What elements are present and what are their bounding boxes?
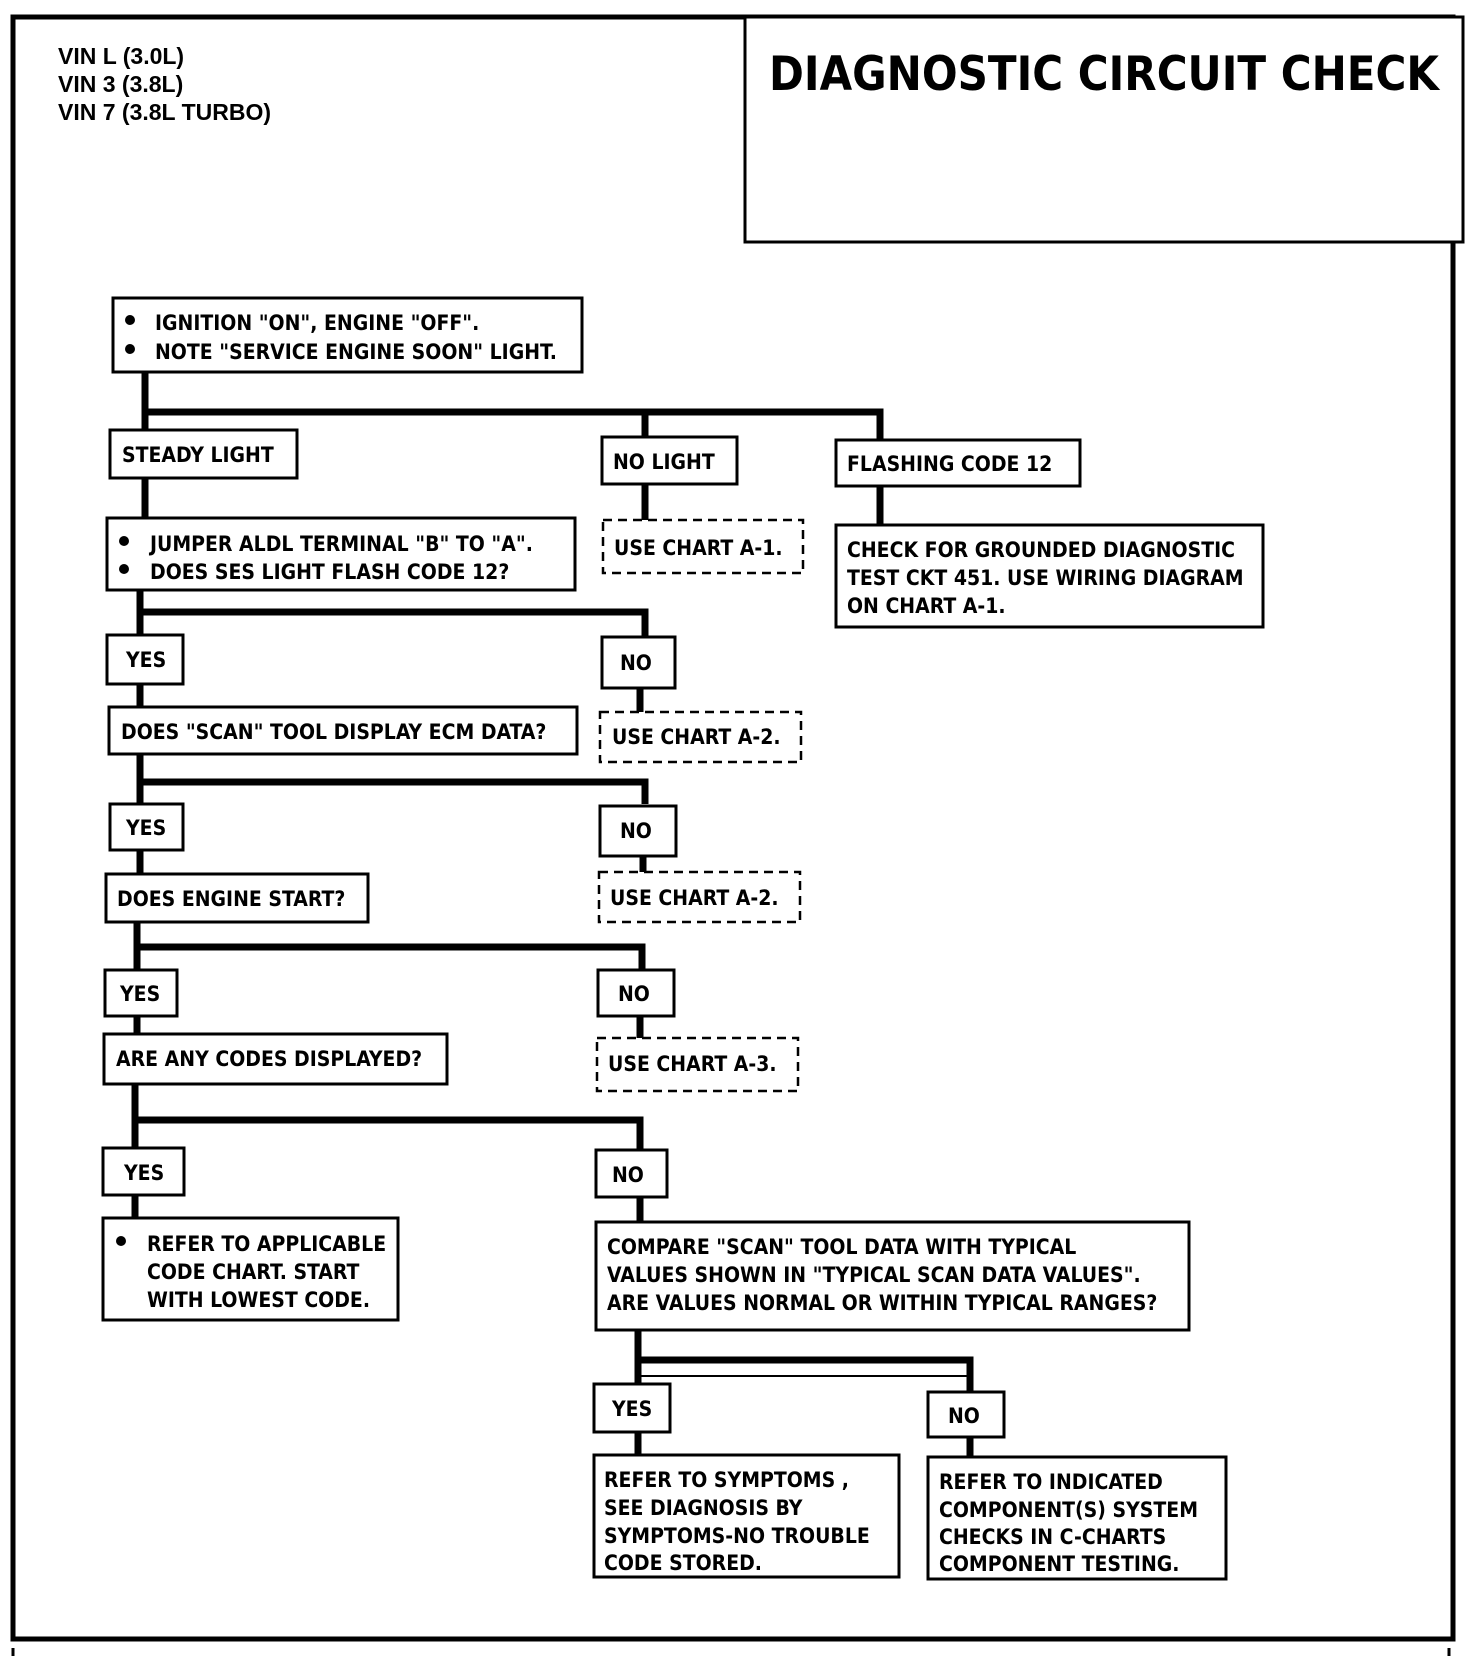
flashing-code-label: FLASHING CODE 12 — [847, 452, 1052, 476]
engine-start-question-box: DOES ENGINE START? — [104, 872, 370, 924]
no-light-label: NO LIGHT — [613, 450, 715, 474]
no-1-box: NO — [600, 635, 677, 690]
refer-component-line-4: COMPONENT TESTING. — [939, 1552, 1179, 1576]
start-line-1: IGNITION "ON", ENGINE "OFF". — [155, 311, 479, 335]
start-box: IGNITION "ON", ENGINE "OFF". NOTE "SERVI… — [111, 296, 584, 374]
bullet-icon — [119, 564, 129, 574]
no-5-label: NO — [948, 1404, 980, 1428]
refer-component-box: REFER TO INDICATED COMPONENT(S) SYSTEM C… — [926, 1455, 1228, 1581]
yes-3-label: YES — [119, 982, 160, 1006]
refer-component-line-3: CHECKS IN C-CHARTS — [939, 1525, 1166, 1549]
no-4-box: NO — [594, 1148, 669, 1199]
steady-light-box: STEADY LIGHT — [108, 428, 299, 480]
use-chart-a3-box: USE CHART A-3. — [595, 1036, 800, 1093]
check-grounded-line-2: TEST CKT 451. USE WIRING DIAGRAM — [847, 566, 1244, 590]
yes-2-box: YES — [108, 802, 185, 852]
codes-question-label: ARE ANY CODES DISPLAYED? — [116, 1047, 422, 1071]
steady-light-label: STEADY LIGHT — [122, 443, 274, 467]
yes-2-label: YES — [125, 816, 166, 840]
use-chart-a2-label-2: USE CHART A-2. — [610, 886, 779, 910]
no-2-box: NO — [598, 804, 678, 858]
refer-code-chart-box: REFER TO APPLICABLE CODE CHART. START WI… — [101, 1216, 400, 1322]
refer-symptoms-line-3: SYMPTOMS-NO TROUBLE — [604, 1524, 870, 1548]
yes-1-label: YES — [125, 648, 166, 672]
compare-scan-line-2: VALUES SHOWN IN "TYPICAL SCAN DATA VALUE… — [607, 1263, 1141, 1287]
engine-start-question-label: DOES ENGINE START? — [117, 887, 345, 911]
bullet-icon — [116, 1236, 126, 1246]
no-2-label: NO — [620, 819, 652, 843]
yes-5-label: YES — [611, 1397, 652, 1421]
jumper-box: JUMPER ALDL TERMINAL "B" TO "A". DOES SE… — [105, 516, 577, 592]
yes-1-box: YES — [105, 633, 185, 686]
compare-scan-line-1: COMPARE "SCAN" TOOL DATA WITH TYPICAL — [607, 1235, 1076, 1259]
refer-code-chart-line-1: REFER TO APPLICABLE — [147, 1232, 386, 1256]
connector-lines — [131, 368, 974, 1457]
refer-symptoms-line-4: CODE STORED. — [604, 1551, 762, 1575]
use-chart-a1-label: USE CHART A-1. — [614, 536, 783, 560]
no-3-box: NO — [596, 968, 676, 1018]
flashing-code-box: FLASHING CODE 12 — [834, 438, 1082, 488]
page-frame — [10, 14, 1456, 1642]
check-grounded-line-3: ON CHART A-1. — [847, 594, 1006, 618]
bullet-icon — [125, 315, 135, 325]
no-4-label: NO — [612, 1163, 644, 1187]
jumper-line-1: JUMPER ALDL TERMINAL "B" TO "A". — [148, 532, 533, 556]
no-3-label: NO — [618, 982, 650, 1006]
use-chart-a3-label: USE CHART A-3. — [608, 1052, 777, 1076]
compare-scan-line-3: ARE VALUES NORMAL OR WITHIN TYPICAL RANG… — [607, 1291, 1157, 1315]
refer-code-chart-line-3: WITH LOWEST CODE. — [147, 1288, 370, 1312]
refer-symptoms-line-1: REFER TO SYMPTOMS , — [604, 1468, 849, 1492]
no-light-box: NO LIGHT — [600, 435, 739, 486]
bullet-icon — [125, 344, 135, 354]
scan-question-label: DOES "SCAN" TOOL DISPLAY ECM DATA? — [121, 720, 546, 744]
refer-symptoms-box: REFER TO SYMPTOMS , SEE DIAGNOSIS BY SYM… — [592, 1453, 901, 1579]
use-chart-a2-box-2: USE CHART A-2. — [597, 870, 802, 924]
yes-4-box: YES — [101, 1146, 186, 1197]
yes-4-label: YES — [123, 1161, 164, 1185]
refer-component-line-2: COMPONENT(S) SYSTEM — [939, 1498, 1198, 1522]
vin-line-1: VIN L (3.0L) — [58, 43, 184, 69]
vin-list: VIN L (3.0L) VIN 3 (3.8L) VIN 7 (3.8L TU… — [58, 43, 271, 125]
refer-code-chart-line-2: CODE CHART. START — [147, 1260, 360, 1284]
check-grounded-box: CHECK FOR GROUNDED DIAGNOSTIC TEST CKT 4… — [834, 523, 1265, 629]
jumper-line-2: DOES SES LIGHT FLASH CODE 12? — [150, 560, 509, 584]
title-box — [743, 15, 1465, 244]
yes-5-box: YES — [592, 1382, 672, 1434]
refer-component-line-1: REFER TO INDICATED — [939, 1470, 1163, 1494]
check-grounded-line-1: CHECK FOR GROUNDED DIAGNOSTIC — [847, 538, 1235, 562]
start-line-2: NOTE "SERVICE ENGINE SOON" LIGHT. — [155, 340, 557, 364]
bullet-icon — [119, 536, 129, 546]
no-1-label: NO — [620, 651, 652, 675]
use-chart-a2-label-1: USE CHART A-2. — [612, 725, 781, 749]
codes-question-box: ARE ANY CODES DISPLAYED? — [102, 1032, 449, 1086]
vin-line-3: VIN 7 (3.8L TURBO) — [58, 99, 271, 125]
scan-question-box: DOES "SCAN" TOOL DISPLAY ECM DATA? — [107, 705, 579, 756]
vin-line-2: VIN 3 (3.8L) — [58, 71, 183, 97]
refer-symptoms-line-2: SEE DIAGNOSIS BY — [604, 1496, 803, 1520]
use-chart-a1-box: USE CHART A-1. — [601, 518, 805, 575]
compare-scan-box: COMPARE "SCAN" TOOL DATA WITH TYPICAL VA… — [594, 1220, 1191, 1332]
yes-3-box: YES — [103, 968, 179, 1018]
use-chart-a2-box-1: USE CHART A-2. — [598, 710, 803, 764]
no-5-box: NO — [926, 1390, 1006, 1439]
page-title: DIAGNOSTIC CIRCUIT CHECK — [769, 47, 1440, 102]
